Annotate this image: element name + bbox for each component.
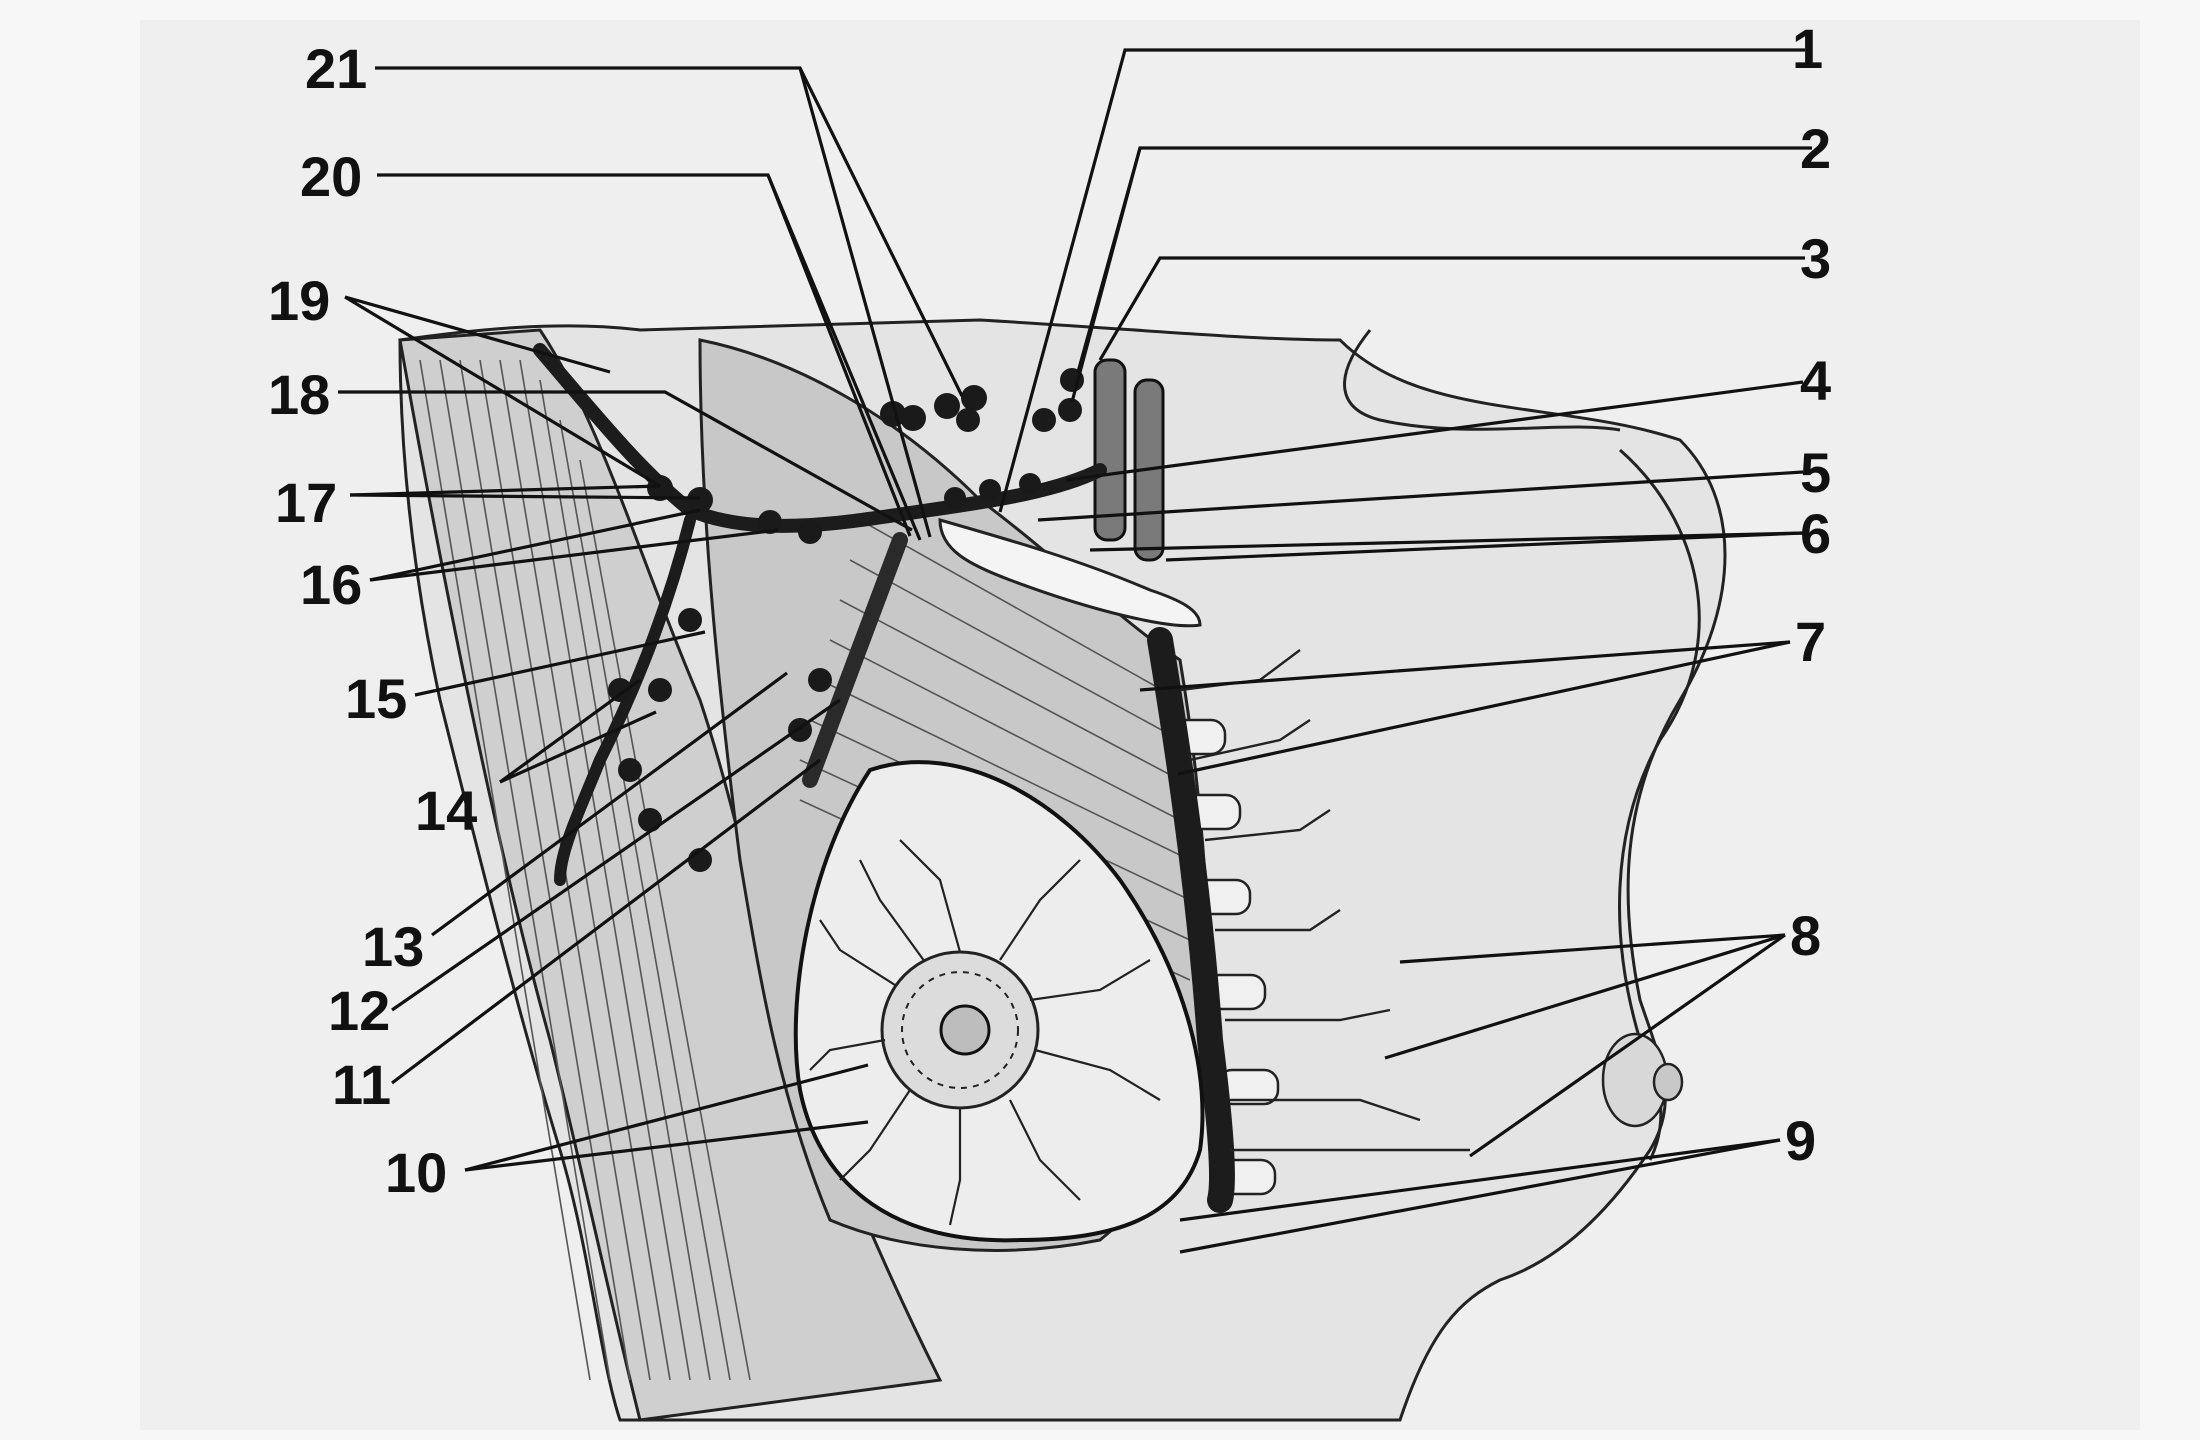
callout-5: 5	[1800, 441, 1831, 504]
leader-lines	[338, 48, 1812, 1254]
callout-9: 9	[1785, 1109, 1816, 1172]
callout-19: 19	[268, 269, 330, 332]
internal-mammary-chain	[1147, 627, 1235, 1213]
callout-6: 6	[1800, 502, 1831, 565]
callout-2: 2	[1800, 117, 1831, 180]
breast-lymphatics	[809, 839, 1161, 1226]
callout-14: 14	[415, 779, 477, 842]
callout-16: 16	[300, 553, 362, 616]
callout-11: 11	[332, 1053, 391, 1116]
callout-10: 10	[385, 1141, 447, 1204]
callout-3: 3	[1800, 227, 1831, 290]
callout-labels: 1 2 3 4 5 6 7 8 9 10 11 12 13 14 15 16 1…	[268, 17, 1831, 1204]
callout-18: 18	[268, 363, 330, 426]
callout-15: 15	[345, 667, 407, 730]
callout-20: 20	[300, 145, 362, 208]
callout-8: 8	[1790, 904, 1821, 967]
clavicle	[938, 518, 1202, 628]
callout-1: 1	[1792, 17, 1823, 80]
callout-17: 17	[275, 471, 337, 534]
contralateral-nipple	[1601, 1032, 1684, 1128]
callout-21: 21	[305, 37, 367, 100]
callout-4: 4	[1800, 349, 1831, 412]
muscle-striations	[419, 359, 751, 1381]
areola	[880, 950, 1040, 1110]
callout-12: 12	[328, 979, 390, 1042]
anterior-lymph-chain	[802, 532, 908, 788]
callout-13: 13	[362, 915, 424, 978]
lateral-lymph-chain	[554, 514, 696, 886]
neck-curve	[1343, 329, 1621, 432]
callout-7: 7	[1795, 610, 1826, 673]
